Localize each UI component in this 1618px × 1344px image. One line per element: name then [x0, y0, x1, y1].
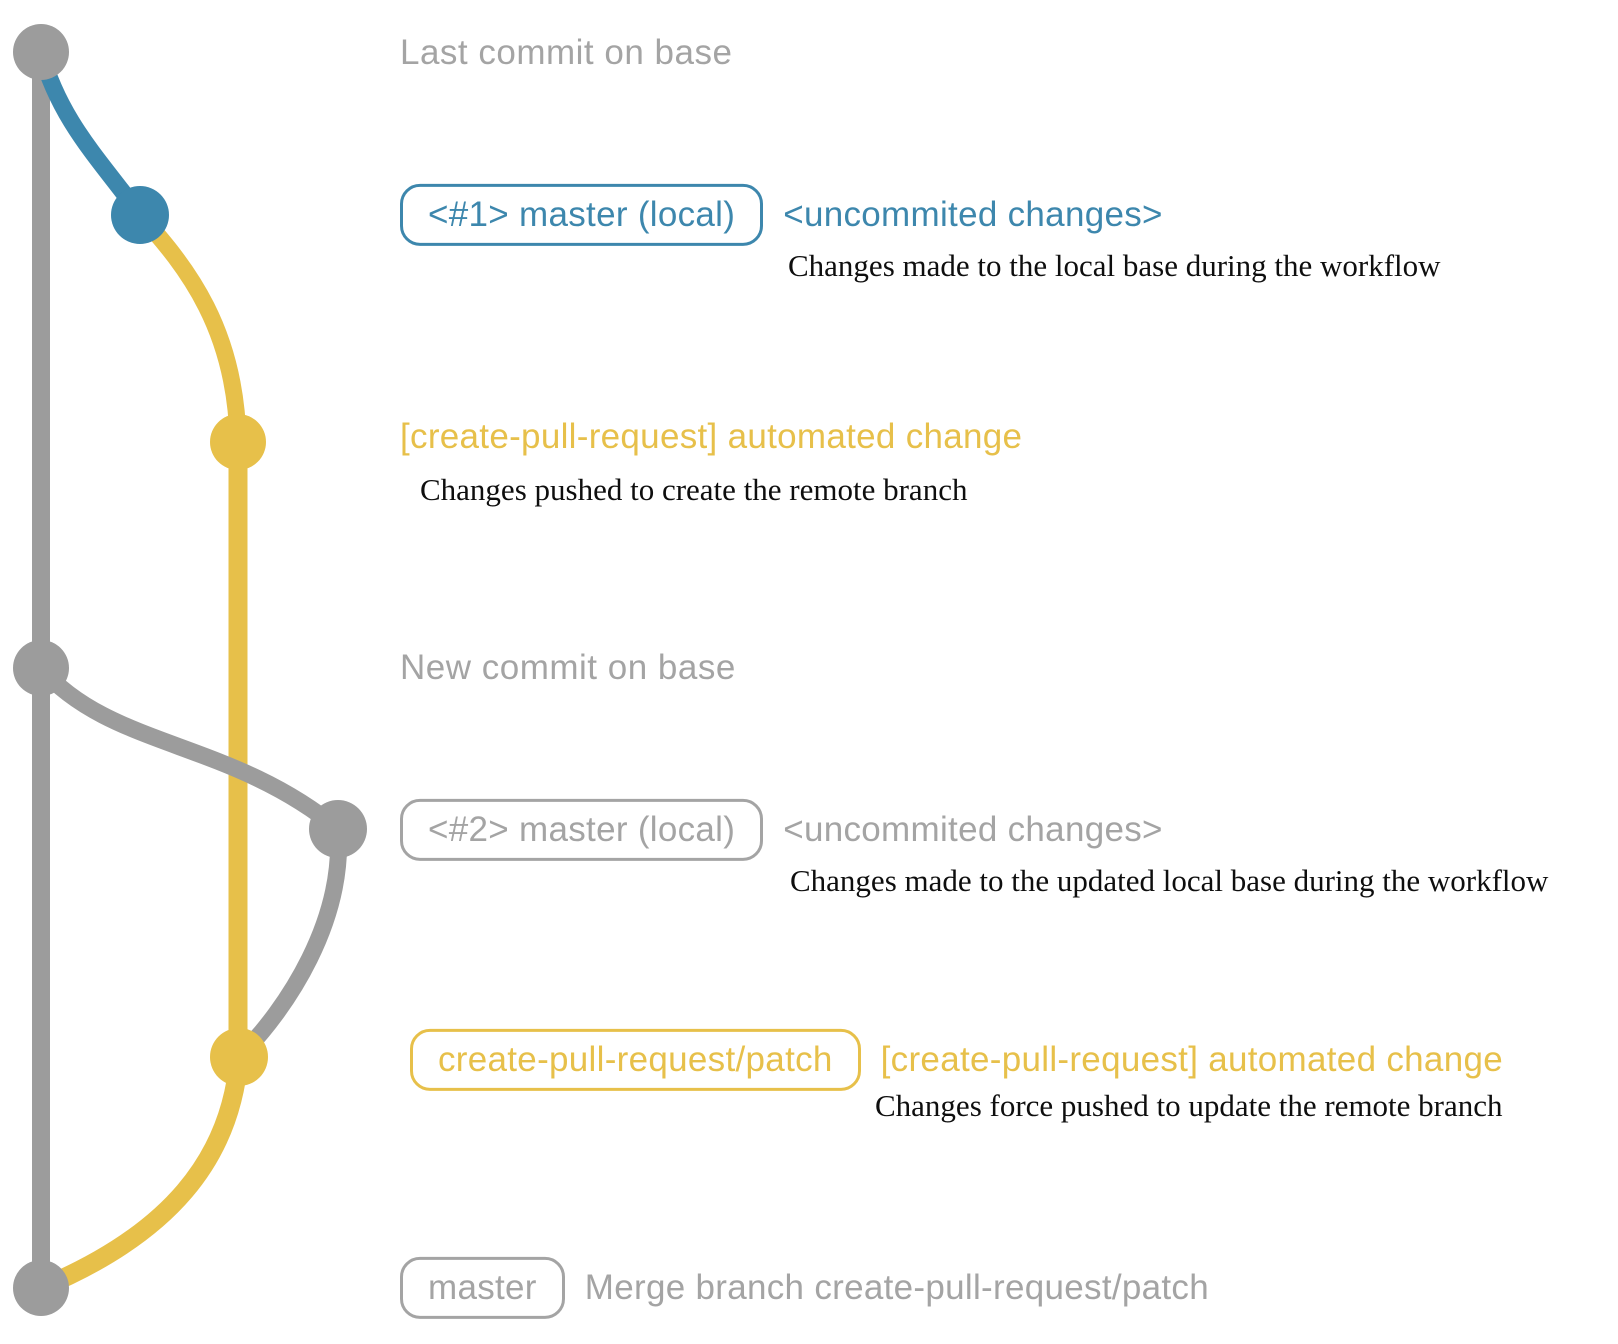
commit-dot-last-base [13, 24, 69, 80]
row-merge: master Merge branch create-pull-request/… [400, 1256, 1209, 1320]
branch-tag-master-local-2: <#2> master (local) [400, 798, 764, 862]
gray-branch-curve-in [232, 828, 348, 1064]
commit-dot-local-2 [309, 800, 367, 858]
commit-message-uncommited-2: <uncommited changes> [783, 810, 1163, 849]
commit-dot-local-1 [111, 186, 169, 244]
yellow-merge-curve [37, 1056, 249, 1297]
row-commit-1: <#1> master (local) <uncommited changes> [400, 183, 1163, 247]
note-local-changes-2: Changes made to the updated local base d… [790, 863, 1549, 898]
note-push-2: Changes force pushed to update the remot… [875, 1088, 1503, 1123]
commit-dot-new-base [13, 640, 69, 696]
git-graph [13, 24, 367, 1316]
row-last-commit: Last commit on base [400, 33, 732, 73]
row-new-commit: New commit on base [400, 648, 736, 688]
commit-message-automated-1: [create-pull-request] automated change [400, 417, 1023, 456]
row-push-1: [create-pull-request] automated change [400, 417, 1022, 457]
commit-message-automated-2: [create-pull-request] automated change [880, 1040, 1503, 1079]
commit-dot-merge [13, 1260, 69, 1316]
row-push-2: create-pull-request/patch [create-pull-r… [410, 1028, 1503, 1092]
merge-commit-message: Merge branch create-pull-request/patch [584, 1268, 1209, 1307]
row-commit-2: <#2> master (local) <uncommited changes> [400, 798, 1163, 862]
note-push-1: Changes pushed to create the remote bran… [420, 472, 968, 507]
note-local-changes-1: Changes made to the local base during th… [788, 248, 1441, 283]
new-commit-label: New commit on base [400, 648, 736, 687]
branch-tag-create-pull-request-patch: create-pull-request/patch [410, 1028, 861, 1092]
yellow-branch-curve-top [133, 209, 247, 443]
commit-dot-remote-2 [210, 1028, 268, 1086]
branch-tag-master-local-1: <#1> master (local) [400, 183, 764, 247]
commit-dot-remote-1 [210, 414, 266, 470]
gray-branch-curve-out [34, 662, 344, 836]
last-commit-label: Last commit on base [400, 33, 733, 72]
branch-tag-master: master [400, 1256, 565, 1320]
commit-message-uncommited-1: <uncommited changes> [783, 195, 1163, 234]
